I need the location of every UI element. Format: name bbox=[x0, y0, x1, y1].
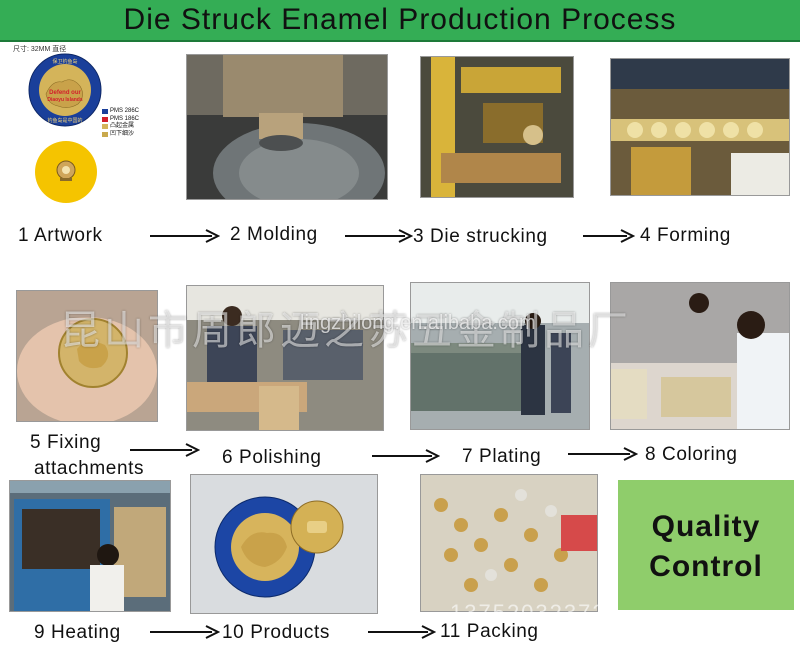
legend-label: PMS 286C bbox=[110, 108, 140, 114]
legend-swatch bbox=[102, 116, 108, 122]
header-banner bbox=[0, 0, 800, 42]
watermark-chinese: 昆山市周郎迈之苏五金制品厂 bbox=[60, 309, 632, 353]
badge-top-text: 保卫钓鱼岛 bbox=[52, 58, 77, 65]
legend-item: 凹下细沙 bbox=[102, 131, 139, 139]
legend-label: 凸起金属 bbox=[110, 123, 135, 129]
step-label-heating: 9 Heating bbox=[34, 622, 121, 643]
arrow-die-strucking-to-forming bbox=[583, 229, 635, 243]
step-label-attachments: attachments bbox=[34, 458, 145, 479]
die-strucking-photo bbox=[420, 56, 574, 198]
step-label-die-strucking: 3 Die strucking bbox=[413, 226, 548, 247]
arrow-plating-to-coloring bbox=[568, 447, 638, 461]
watermark-url: lingzhilong.en.alibaba.com bbox=[300, 312, 536, 334]
artwork-size-text: 尺寸: 32MM 直径 bbox=[13, 46, 67, 53]
step-label-molding: 2 Molding bbox=[230, 224, 318, 245]
arrow-fixing-to-polishing bbox=[130, 443, 200, 457]
polishing-photo bbox=[186, 285, 384, 431]
quality-control-box: Quality Control bbox=[618, 480, 794, 610]
step-label-fixing: 5 Fixing bbox=[30, 432, 102, 453]
step-label-products: 10 Products bbox=[222, 622, 330, 643]
page-title: Die Struck Enamel Production Process bbox=[123, 3, 677, 36]
arrow-artwork-to-molding bbox=[150, 229, 220, 243]
arrow-products-to-packing bbox=[368, 625, 436, 639]
packing-photo bbox=[420, 474, 598, 612]
fixing-attachments-photo bbox=[16, 290, 158, 422]
quality-control-line2: Control bbox=[649, 550, 763, 583]
arrow-polishing-to-plating bbox=[372, 449, 440, 463]
products-photo bbox=[190, 474, 378, 614]
plating-photo bbox=[410, 282, 590, 430]
legend-label: PMS 186C bbox=[110, 115, 140, 122]
legend-item: PMS 186C bbox=[102, 116, 139, 124]
forming-photo bbox=[610, 58, 790, 196]
step-label-coloring: 8 Coloring bbox=[645, 444, 738, 465]
legend-item: PMS 286C bbox=[102, 108, 139, 116]
step-label-forming: 4 Forming bbox=[640, 225, 731, 246]
legend-swatch bbox=[102, 109, 108, 114]
molding-photo bbox=[186, 54, 388, 200]
coloring-photo bbox=[610, 282, 790, 430]
step-label-plating: 7 Plating bbox=[462, 446, 542, 467]
artwork-badge-front-image: Defend our Diaoyu Islands 保卫钓鱼岛 钓鱼岛是中国的 bbox=[28, 53, 102, 127]
badge-line2: Diaoyu Islands bbox=[47, 97, 83, 103]
arrow-molding-to-die-strucking bbox=[345, 229, 413, 243]
legend-label: 凹下细沙 bbox=[110, 130, 135, 137]
artwork-pin-back-image bbox=[35, 141, 97, 203]
step-label-packing: 11 Packing bbox=[440, 621, 539, 642]
legend-item: 凸起金属 bbox=[102, 123, 139, 131]
arrow-heating-to-products bbox=[150, 625, 220, 639]
legend-swatch bbox=[102, 131, 108, 137]
heating-photo bbox=[9, 480, 171, 612]
quality-control-line1: Quality bbox=[651, 510, 761, 543]
badge-line1: Defend our bbox=[49, 90, 81, 96]
step-label-polishing: 6 Polishing bbox=[222, 447, 322, 468]
step-label-artwork: 1 Artwork bbox=[18, 225, 103, 246]
badge-bottom-text: 钓鱼岛是中国的 bbox=[47, 117, 82, 124]
legend-swatch bbox=[102, 124, 108, 129]
